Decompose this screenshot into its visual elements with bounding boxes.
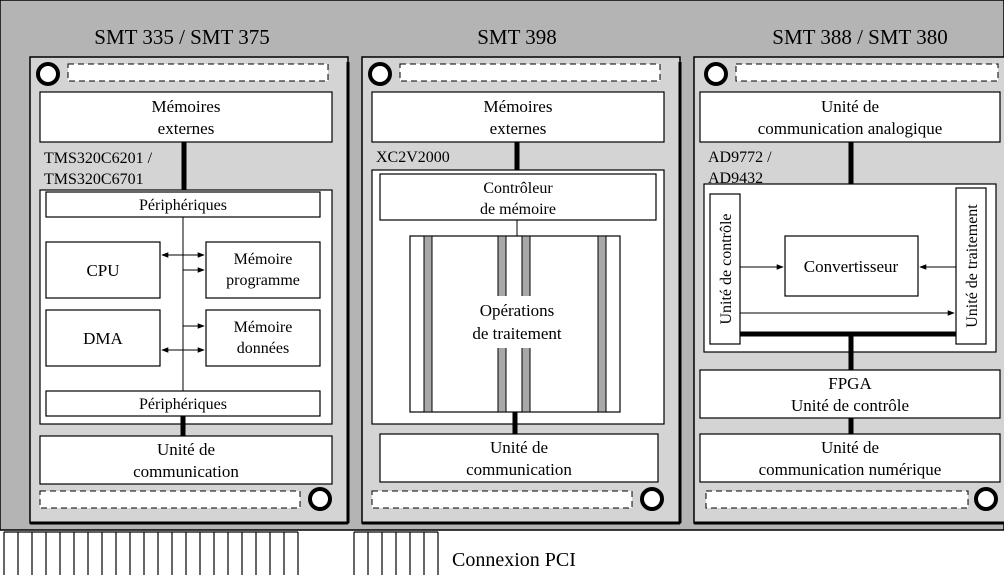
program-memory-box <box>205 241 321 299</box>
module-title: SMT 388 / SMT 380 <box>772 25 947 49</box>
chip-label-line1: TMS320C6201 / <box>44 150 153 167</box>
communication-unit-line1: Unité de <box>490 438 548 457</box>
digital-comm-box <box>699 433 1001 483</box>
converter-label: Convertisseur <box>804 257 899 276</box>
chip-label-line2: TMS320C6701 <box>44 171 144 188</box>
processing-unit-vbox <box>955 187 987 345</box>
connector-slot <box>399 63 661 82</box>
internal-bus <box>161 217 205 391</box>
connector-slot <box>735 63 999 82</box>
chip-label-line1: AD9772 / <box>708 149 772 166</box>
chip-label: XC2V2000 <box>376 149 450 166</box>
external-memory-line1: Mémoires <box>484 97 553 116</box>
peripherals-bottom-box <box>45 390 321 417</box>
processing-unit-label: Unité de traitement <box>964 204 981 328</box>
mount-hole-icon <box>640 487 664 511</box>
communication-unit-line2: communication <box>466 460 572 479</box>
mount-hole-icon <box>704 62 728 86</box>
communication-unit-line2: communication <box>133 462 239 481</box>
communication-unit-line1: Unité de <box>157 440 215 459</box>
module-smt398: SMT 398 Mémoires externes XC2V2000 Contr… <box>361 25 682 525</box>
chip-label-line2: AD9432 <box>708 170 763 187</box>
digital-comm-line1: Unité de <box>821 438 879 457</box>
mount-hole-icon <box>974 487 998 511</box>
analog-comm-box <box>699 91 1001 143</box>
control-unit-vbox <box>709 193 741 345</box>
module-title: SMT 335 / SMT 375 <box>94 25 269 49</box>
connector-slot <box>67 63 329 82</box>
memory-controller-line1: Contrôleur <box>483 180 553 197</box>
communication-unit-box <box>39 435 333 485</box>
data-memory-box <box>205 309 321 367</box>
cpu-label: CPU <box>86 261 119 280</box>
cpu-box <box>45 241 161 299</box>
connector-slot <box>39 490 301 509</box>
communication-unit-box <box>379 433 659 483</box>
peripherals-bottom-label: Périphériques <box>139 396 227 413</box>
connector-slot <box>705 490 969 509</box>
data-memory-line1: Mémoire <box>234 319 293 336</box>
converter-signals <box>740 264 956 316</box>
external-memory-line2: externes <box>490 119 547 138</box>
program-memory-line1: Mémoire <box>234 251 293 268</box>
analog-comm-line1: Unité de <box>821 97 879 116</box>
digital-comm-line2: communication numérique <box>759 460 942 479</box>
external-memory-line1: Mémoires <box>152 97 221 116</box>
mount-hole-icon <box>368 62 392 86</box>
dsp-chip-box <box>39 189 333 425</box>
processing-ops-line2: de traitement <box>472 324 561 343</box>
dma-label: DMA <box>83 329 123 348</box>
module-title: SMT 398 <box>477 25 557 49</box>
peripherals-top-box <box>45 191 321 218</box>
fpga-control-line1: FPGA <box>828 374 872 393</box>
analog-comm-line2: communication analogique <box>758 119 943 138</box>
mount-hole-icon <box>308 487 332 511</box>
data-memory-line2: données <box>237 340 289 357</box>
mount-hole-icon <box>36 62 60 86</box>
connector-slot <box>371 490 633 509</box>
program-memory-line2: programme <box>226 272 300 289</box>
memory-controller-box <box>379 173 657 221</box>
module-smt335: SMT 335 / SMT 375 Mémoires externes TMS3… <box>29 25 350 525</box>
external-memory-box <box>371 91 665 143</box>
fpga-control-line2: Unité de contrôle <box>791 396 909 415</box>
processing-ops-line1: Opérations <box>480 301 555 320</box>
pci-label: Connexion PCI <box>452 549 576 571</box>
converter-box <box>784 235 919 297</box>
control-unit-label: Unité de contrôle <box>718 213 735 324</box>
memory-controller-line2: de mémoire <box>480 201 556 218</box>
dma-box <box>45 309 161 367</box>
external-memory-line2: externes <box>158 119 215 138</box>
peripherals-top-label: Périphériques <box>139 197 227 214</box>
module-smt388: SMT 388 / SMT 380 Unité de communication… <box>693 25 1004 525</box>
pci-connector <box>3 531 439 575</box>
